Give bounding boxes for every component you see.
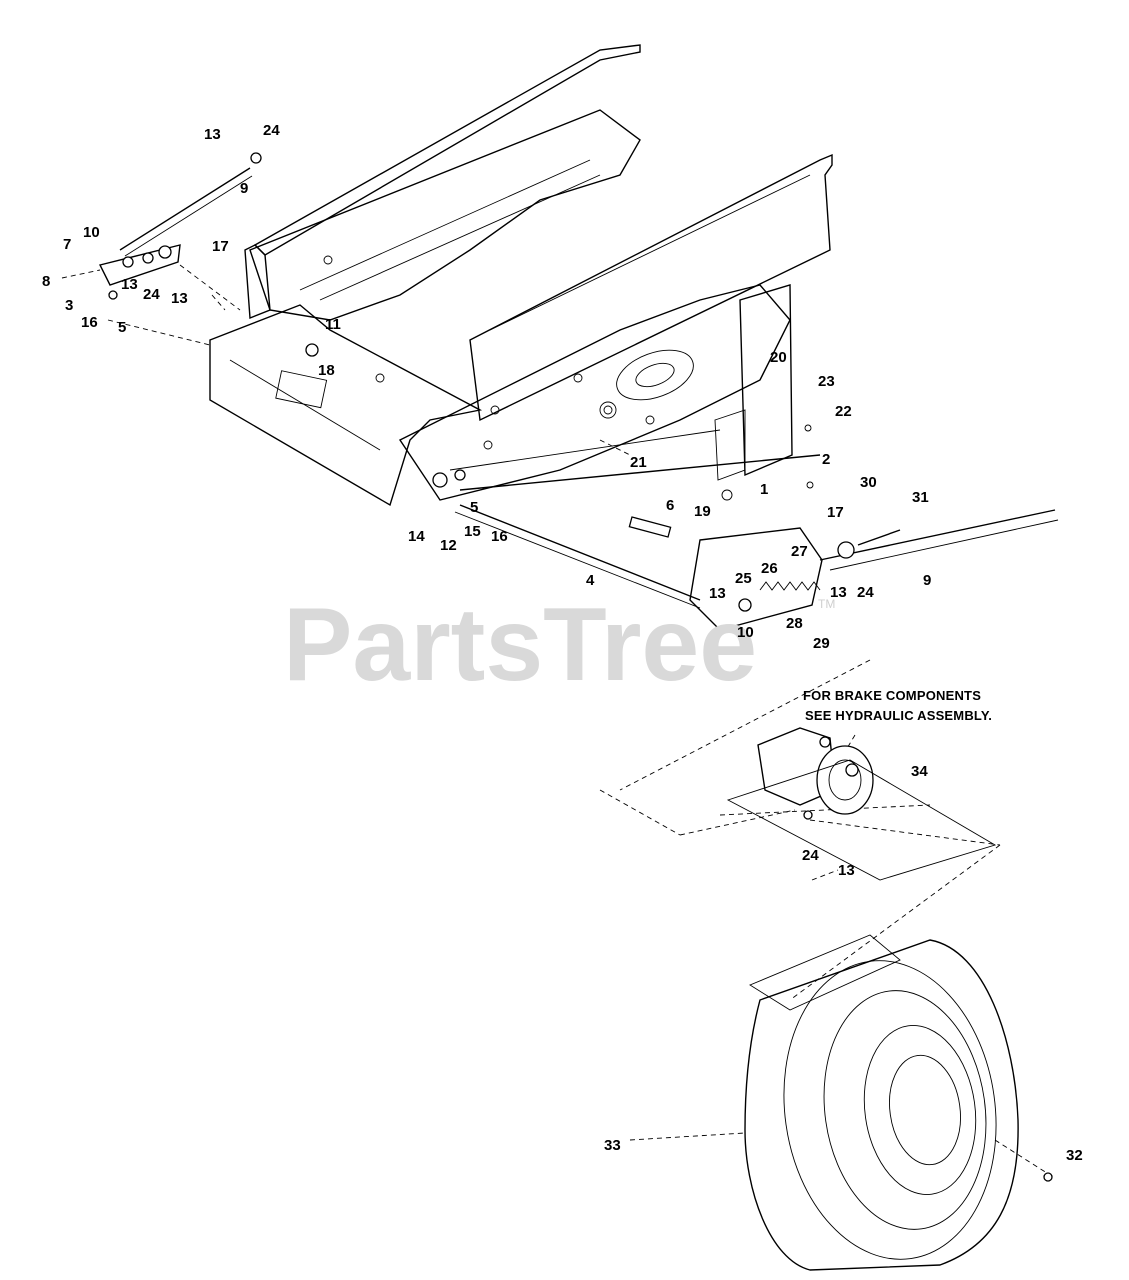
callout: 1 [760, 481, 768, 498]
hydraulic-motor [726, 727, 997, 1011]
callout: 16 [81, 314, 98, 331]
callout: 21 [630, 454, 647, 471]
callout: 26 [761, 560, 778, 577]
callout: 4 [586, 572, 595, 589]
brake-note-line1: FOR BRAKE COMPONENTS [803, 688, 981, 703]
callout: 17 [827, 504, 844, 521]
callout: 24 [802, 847, 819, 864]
callout: 22 [835, 403, 852, 420]
callout: 13 [830, 584, 847, 601]
watermark-tm: TM [818, 597, 835, 611]
callout: 25 [735, 570, 752, 587]
callout: 13 [709, 585, 726, 602]
callout: 6 [666, 497, 674, 514]
callout: 16 [491, 528, 508, 545]
callout: 33 [604, 1137, 621, 1154]
callout: 13 [171, 290, 188, 307]
callout: 18 [318, 362, 335, 379]
drive-wheel [744, 939, 1053, 1271]
callout: 5 [470, 499, 478, 516]
callout: 7 [63, 236, 71, 253]
linkage-rods [98, 152, 1059, 631]
callout: 30 [860, 474, 877, 491]
callout: 12 [440, 537, 457, 554]
callout: 14 [408, 528, 425, 545]
callout: 17 [212, 238, 229, 255]
callouts: 13 24 9 7 10 8 3 16 13 24 13 5 17 11 18 … [42, 122, 1083, 1164]
callout: 27 [791, 543, 808, 560]
callout: 10 [737, 624, 754, 641]
callout: 10 [83, 224, 100, 241]
callout: 31 [912, 489, 929, 506]
callout: 8 [42, 273, 50, 290]
callout: 24 [857, 584, 874, 601]
callout: 24 [143, 286, 160, 303]
callout: 19 [694, 503, 711, 520]
callout: 9 [240, 180, 248, 197]
callout: 9 [923, 572, 931, 589]
callout: 28 [786, 615, 803, 632]
callout: 11 [325, 316, 341, 333]
callout: 23 [818, 373, 835, 390]
callout: 3 [65, 297, 73, 314]
callout: 29 [813, 635, 830, 652]
frame-assembly [209, 44, 833, 507]
callout: 24 [263, 122, 280, 139]
leader-lines [61, 264, 1051, 1176]
watermark: PartsTree [283, 587, 757, 703]
brake-note-line2: SEE HYDRAULIC ASSEMBLY. [805, 708, 992, 723]
callout: 20 [770, 349, 787, 366]
callout: 32 [1066, 1147, 1083, 1164]
callout: 2 [822, 451, 830, 468]
callout: 13 [204, 126, 221, 143]
callout: 5 [118, 319, 126, 336]
callout: 15 [464, 523, 481, 540]
callout: 13 [838, 862, 855, 879]
callout: 34 [911, 763, 928, 780]
callout: 13 [121, 276, 138, 293]
